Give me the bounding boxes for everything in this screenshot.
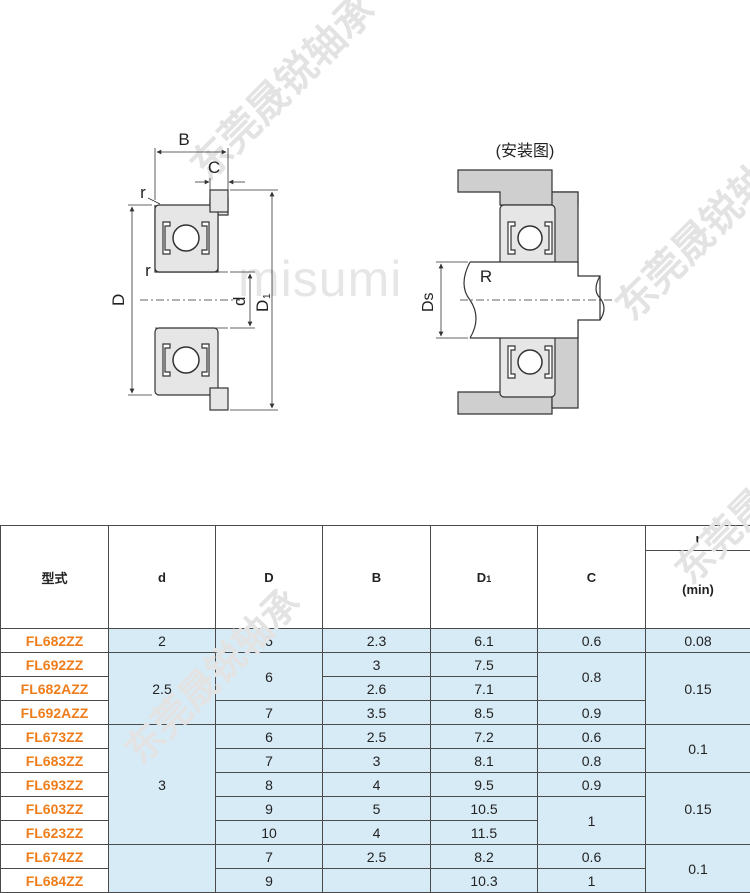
cell-D1: 10.5 (431, 797, 538, 821)
label-r-top: r (140, 183, 146, 202)
cell-model: FL683ZZ (1, 749, 109, 773)
cell-D1: 8.1 (431, 749, 538, 773)
cell-C: 0.8 (538, 749, 646, 773)
cell-B: 3 (323, 653, 431, 677)
cell-B: 2.3 (323, 629, 431, 653)
label-D1: D (253, 300, 272, 312)
header-D1-main: D (477, 570, 486, 585)
cell-d: 3 (109, 725, 216, 845)
cell-model: FL682ZZ (1, 629, 109, 653)
cell-D1: 7.5 (431, 653, 538, 677)
label-r-mid: r (145, 261, 151, 280)
cell-B: 5 (323, 797, 431, 821)
cell-model: FL623ZZ (1, 821, 109, 845)
cell-D1: 11.5 (431, 821, 538, 845)
cell-D1: 8.5 (431, 701, 538, 725)
bearing-drawing: B C r r D d D 1 (安装图) R Ds (0, 0, 750, 525)
cell-d: 2.5 (109, 653, 216, 725)
header-r: r (646, 526, 750, 551)
cell-d: 2 (109, 629, 216, 653)
cell-D1: 9.5 (431, 773, 538, 797)
cell-model: FL674ZZ (1, 845, 109, 869)
cell-C: 0.8 (538, 653, 646, 701)
cell-D1: 8.2 (431, 845, 538, 869)
cell-d (109, 845, 216, 893)
cell-D: 8 (216, 773, 323, 797)
cell-D: 6 (216, 653, 323, 701)
cell-B: 4 (323, 773, 431, 797)
cell-B (323, 869, 431, 893)
cell-D1: 6.1 (431, 629, 538, 653)
cell-r: 0.08 (646, 629, 750, 653)
spec-table: 型式 d D B D1 C r (min) FL682ZZ 2 5 2.3 6.… (0, 525, 750, 893)
cell-D: 7 (216, 749, 323, 773)
cell-B: 4 (323, 821, 431, 845)
label-D1-sub: 1 (262, 293, 273, 299)
header-D1: D1 (431, 526, 538, 629)
label-B: B (178, 130, 189, 149)
cell-C: 0.9 (538, 701, 646, 725)
cell-D: 7 (216, 845, 323, 869)
cell-B: 3 (323, 749, 431, 773)
header-C: C (538, 526, 646, 629)
cell-D: 6 (216, 725, 323, 749)
diagram-area: 东莞晟锐轴承 东莞晟锐轴承 misumi (0, 0, 750, 525)
cell-model: FL603ZZ (1, 797, 109, 821)
table-row: FL673ZZ 3 6 2.5 7.2 0.6 0.1 (1, 725, 750, 749)
table-row: FL682ZZ 2 5 2.3 6.1 0.6 0.08 (1, 629, 750, 653)
cell-model: FL684ZZ (1, 869, 109, 893)
cell-C: 1 (538, 797, 646, 845)
cell-C: 0.9 (538, 773, 646, 797)
cell-model: FL692AZZ (1, 701, 109, 725)
cell-B: 3.5 (323, 701, 431, 725)
header-D: D (216, 526, 323, 629)
cell-model: FL673ZZ (1, 725, 109, 749)
cell-C: 0.6 (538, 845, 646, 869)
label-C: C (208, 158, 220, 177)
bearing-section (140, 190, 240, 410)
label-R: R (480, 267, 492, 286)
cell-D: 10 (216, 821, 323, 845)
cell-C: 0.6 (538, 725, 646, 749)
label-d: d (230, 297, 249, 306)
cell-D: 5 (216, 629, 323, 653)
cell-D1: 7.1 (431, 677, 538, 701)
label-Ds: Ds (420, 292, 437, 312)
header-r-min: (min) (646, 551, 750, 629)
cell-r: 0.15 (646, 653, 750, 725)
cell-C: 0.6 (538, 629, 646, 653)
cell-B: 2.6 (323, 677, 431, 701)
cell-D: 9 (216, 797, 323, 821)
cell-D1: 10.3 (431, 869, 538, 893)
cell-C: 1 (538, 869, 646, 893)
header-d: d (109, 526, 216, 629)
install-title: (安装图) (496, 142, 555, 160)
table-row: FL692ZZ 2.5 6 3 7.5 0.8 0.15 (1, 653, 750, 677)
table-row: FL674ZZ 7 2.5 8.2 0.6 0.1 (1, 845, 750, 869)
cell-r: 0.1 (646, 845, 750, 893)
cell-model: FL682AZZ (1, 677, 109, 701)
cell-r: 0.1 (646, 725, 750, 773)
cell-D: 7 (216, 701, 323, 725)
cell-model: FL693ZZ (1, 773, 109, 797)
header-model: 型式 (1, 526, 109, 629)
header-D1-sub: 1 (486, 574, 491, 584)
cell-B: 2.5 (323, 845, 431, 869)
cell-D: 9 (216, 869, 323, 893)
cell-r: 0.15 (646, 773, 750, 845)
header-B: B (323, 526, 431, 629)
label-D: D (109, 294, 128, 306)
cell-D1: 7.2 (431, 725, 538, 749)
installation-drawing (436, 170, 612, 414)
cell-B: 2.5 (323, 725, 431, 749)
cell-model: FL692ZZ (1, 653, 109, 677)
